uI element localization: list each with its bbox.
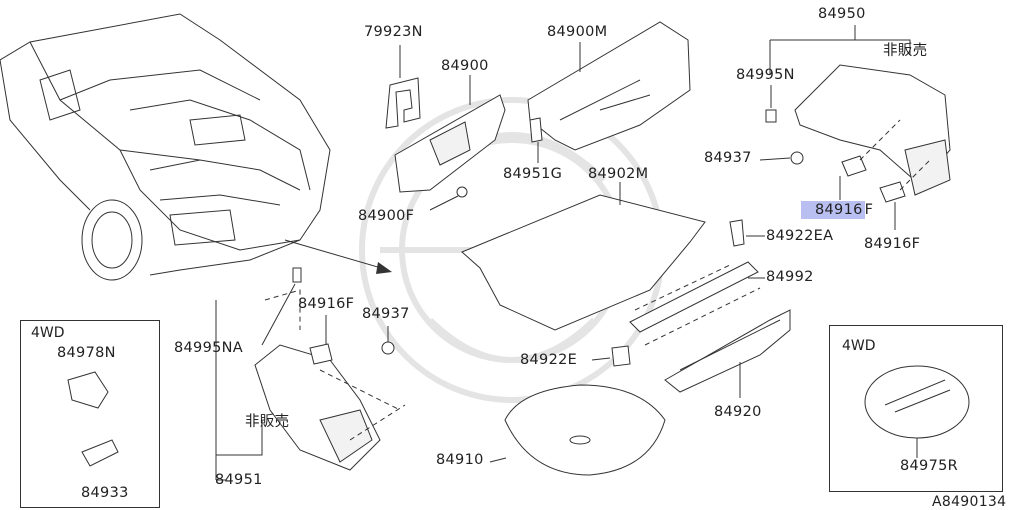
- label-84992[interactable]: 84992: [766, 269, 814, 285]
- inset-right-title: 4WD: [842, 338, 876, 354]
- label-84978N[interactable]: 84978N: [57, 345, 116, 361]
- label-84937-right[interactable]: 84937: [704, 150, 752, 166]
- label-79923N[interactable]: 79923N: [364, 24, 423, 40]
- label-84900F[interactable]: 84900F: [358, 208, 415, 224]
- label-84900M[interactable]: 84900M: [547, 24, 608, 40]
- part-84992-shape: [629, 261, 759, 333]
- diagram-id: A8490134: [932, 494, 1007, 510]
- label-84995N[interactable]: 84995N: [736, 67, 795, 83]
- part-84900M-shape: [527, 21, 691, 151]
- label-84951[interactable]: 84951: [215, 472, 263, 488]
- inset-4wd-left: 4WD 84978N 84933: [20, 320, 160, 508]
- label-84900[interactable]: 84900: [441, 58, 489, 74]
- part-84933-shape: [81, 439, 119, 467]
- label-84937-left[interactable]: 84937: [362, 306, 410, 322]
- label-84922EA[interactable]: 84922EA: [766, 228, 834, 244]
- label-84916F-left[interactable]: 84916F: [298, 296, 355, 312]
- label-84916F-right[interactable]: 84916F: [864, 236, 921, 252]
- label-84951G[interactable]: 84951G: [503, 166, 563, 182]
- label-84922E[interactable]: 84922E: [520, 352, 578, 368]
- part-84920-shape: [664, 309, 791, 393]
- label-84995NA[interactable]: 84995NA: [174, 340, 243, 356]
- part-79923N-shape: [385, 77, 421, 129]
- car-illustration: [0, 13, 331, 281]
- highlight-suffix: F: [864, 202, 874, 218]
- label-not-for-sale-top: 非販売: [883, 43, 928, 59]
- pointer-arrow: [284, 239, 389, 271]
- label-84910[interactable]: 84910: [436, 452, 484, 468]
- part-84978N-shape: [67, 371, 109, 409]
- label-84975R[interactable]: 84975R: [900, 458, 959, 474]
- inset-4wd-right: 4WD: [829, 325, 1003, 492]
- highlight-box: 84916: [801, 201, 865, 219]
- label-84933[interactable]: 84933: [81, 485, 129, 501]
- label-not-for-sale-left: 非販売: [245, 414, 290, 430]
- label-84950[interactable]: 84950: [818, 6, 866, 22]
- label-84920[interactable]: 84920: [714, 404, 762, 420]
- inset-left-title: 4WD: [31, 325, 65, 341]
- label-84902M[interactable]: 84902M: [588, 166, 649, 182]
- arrow-head: [376, 262, 392, 274]
- part-84902M-shape: [461, 194, 706, 331]
- part-84951-shape: [254, 344, 381, 471]
- part-84910-shape: [504, 384, 666, 476]
